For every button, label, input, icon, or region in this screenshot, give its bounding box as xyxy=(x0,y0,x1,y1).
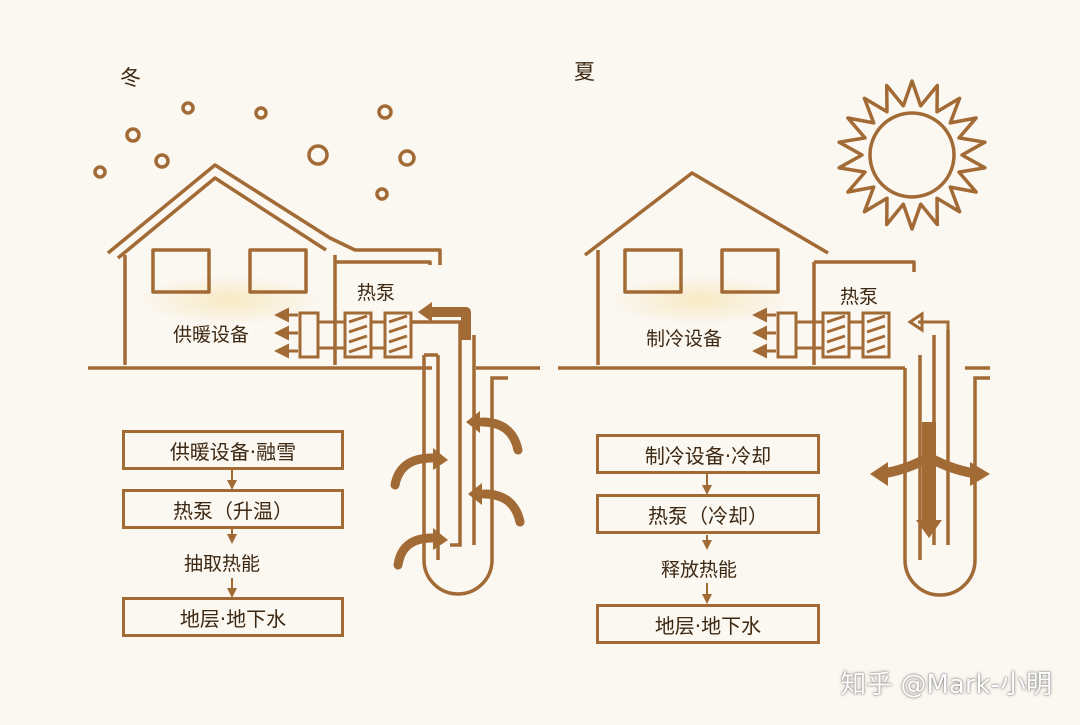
snowflake-icon xyxy=(93,101,416,201)
watermark: 知乎 @Mark-小明 xyxy=(840,670,1052,700)
house-icon xyxy=(583,171,916,365)
winter-flow-box-2: 热泵（升温） xyxy=(122,489,344,529)
heat-pump-unit xyxy=(776,311,891,359)
winter-flow-middle: 抽取热能 xyxy=(184,553,261,575)
sun-icon xyxy=(837,79,987,231)
winter-heat-pump-label: 热泵 xyxy=(357,282,396,304)
winter-panel xyxy=(88,101,540,596)
winter-season-label: 冬 xyxy=(120,66,141,90)
summer-flow-box-1: 制冷设备·冷却 xyxy=(596,434,820,474)
arrow-icon xyxy=(430,307,471,340)
heat-pump-unit xyxy=(298,311,413,359)
winter-flow-box-3: 地层·地下水 xyxy=(122,597,344,637)
summer-flow-box-2: 热泵（冷却） xyxy=(596,494,820,534)
winter-device-label: 供暖设备 xyxy=(173,324,250,346)
summer-panel xyxy=(558,79,990,597)
summer-flow-box-3: 地层·地下水 xyxy=(596,604,820,644)
summer-heat-pump-label: 热泵 xyxy=(840,286,879,308)
arrow-icon xyxy=(870,422,990,538)
house-icon xyxy=(106,163,442,365)
summer-season-label: 夏 xyxy=(574,60,595,84)
arrow-icon xyxy=(390,411,525,570)
summer-device-label: 制冷设备 xyxy=(646,328,723,350)
winter-flow-box-1: 供暖设备·融雪 xyxy=(122,430,344,470)
summer-flow-middle: 释放热能 xyxy=(661,559,738,581)
